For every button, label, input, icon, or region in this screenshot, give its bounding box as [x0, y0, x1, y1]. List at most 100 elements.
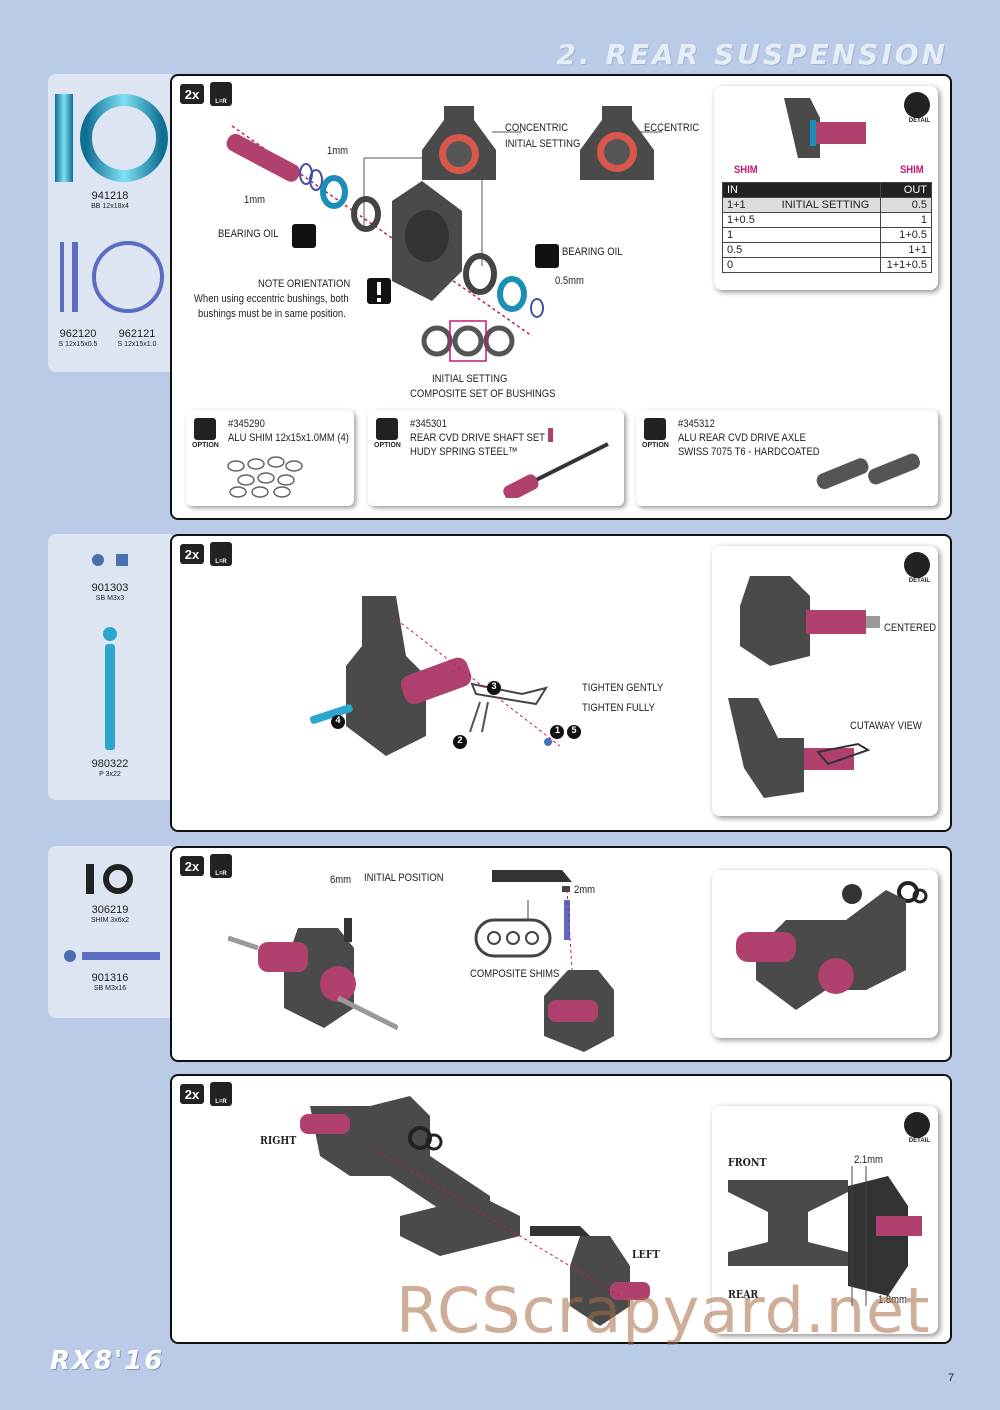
option-line2: SWISS 7075 T6 - HARDCOATED: [678, 446, 820, 458]
lr-badge: L=R: [210, 542, 232, 566]
assembled-hub-drawing: [736, 884, 906, 1010]
set-screw-part-icon: [92, 554, 128, 566]
table-cell: 1: [722, 227, 881, 243]
part-spec: S 12x15x1.0: [117, 341, 157, 348]
label-1mm-left: 1mm: [244, 194, 266, 206]
screw-part-icon: [64, 950, 160, 962]
option-code: #345290: [228, 418, 265, 430]
note-orientation-line2: bushings must be in same position.: [198, 308, 346, 320]
part-number: 901303: [91, 582, 129, 594]
table-row: 0 1+1+0.5: [722, 257, 933, 273]
shim-part-icon: [60, 241, 164, 313]
label-1-8mm: 1.8mm: [878, 1294, 907, 1306]
table-cell: 1: [879, 212, 933, 228]
page-title: 2. REAR SUSPENSION: [556, 38, 948, 71]
gear-check-icon: [897, 881, 928, 904]
hub-detail-drawing: [784, 98, 866, 158]
lr-badge: L=R: [210, 1082, 232, 1106]
table-head-in: IN: [722, 182, 881, 198]
table-cell: 1+1: [879, 242, 933, 258]
page-number: 7: [948, 1372, 955, 1384]
assembled-result-panel: [712, 870, 938, 1038]
hub-initial-position-drawing: [228, 918, 398, 1031]
detail-magnifier-icon: [904, 92, 930, 118]
label-centered: CENTERED: [884, 622, 937, 634]
part-spec: SHIM 3x6x2: [90, 917, 130, 924]
rear-hub-exploded-drawing: [226, 106, 662, 362]
label-2-1mm: 2.1mm: [854, 1154, 883, 1166]
label-initial-setting: INITIAL SETTING: [432, 373, 508, 385]
thumbs-up-icon: [644, 418, 666, 440]
detail-magnifier-icon: [904, 552, 930, 578]
table-cell: 1+1: [727, 199, 746, 211]
thumbs-up-icon: [376, 418, 398, 440]
table-cell: 0.5: [879, 197, 933, 213]
option-card: OPTION #345301 REAR CVD DRIVE SHAFT SET …: [368, 410, 624, 506]
table-cell: 1+0.5: [879, 227, 933, 243]
part-spec: S 12x15x0.5: [58, 341, 98, 348]
detail-label: DETAIL: [908, 118, 930, 124]
centered-detail-drawing: [740, 576, 880, 666]
detail-magnifier-icon: [904, 1112, 930, 1138]
step-number-1: 1: [554, 725, 560, 735]
shim-part-icon: [86, 864, 133, 894]
part-number: 962121: [118, 328, 156, 340]
part-number: 941218: [91, 190, 129, 202]
qty-badge: 2x: [180, 544, 204, 564]
detail-label: DETAIL: [908, 578, 930, 584]
label-tighten-gently: TIGHTEN GENTLY: [582, 682, 664, 694]
lr-badge: L=R: [210, 854, 232, 878]
option-card: OPTION #345290 ALU SHIM 12x15x1.0MM (4): [186, 410, 354, 506]
parts-column-step3: 306219 SHIM 3x6x2 901316 SB M3x16: [48, 846, 172, 1018]
table-row: 1+0.5 1: [722, 212, 933, 228]
label-front: FRONT: [728, 1156, 767, 1169]
upright-shim-drawing: [474, 870, 614, 1052]
label-cutaway-view: CUTAWAY VIEW: [850, 720, 922, 732]
qty-badge: 2x: [180, 1084, 204, 1104]
table-row: 0.5 1+1: [722, 242, 933, 258]
shim-left-label: SHIM: [734, 164, 758, 176]
shim-right-label: SHIM: [900, 164, 924, 176]
lr-badge: L=R: [210, 82, 232, 106]
pin-part-icon: [103, 627, 117, 750]
arm-detail-drawing: [728, 1166, 922, 1306]
label-concentric-initial: INITIAL SETTING: [505, 138, 581, 150]
label-1mm-top: 1mm: [327, 145, 349, 157]
part-spec: P 3x22: [99, 771, 121, 778]
label-bearing-oil-left: BEARING OIL: [218, 228, 279, 240]
option-card: OPTION #345312 ALU REAR CVD DRIVE AXLE S…: [636, 410, 938, 506]
part-number: 980322: [91, 758, 129, 770]
label-concentric: CONCENTRIC: [505, 122, 569, 134]
option-label: OPTION: [374, 442, 401, 449]
alu-shims-image: [227, 456, 303, 498]
label-left: LEFT: [632, 1248, 660, 1261]
option-line1: ALU REAR CVD DRIVE AXLE: [678, 432, 806, 444]
step-1-panel: 2x L=R: [170, 74, 952, 520]
part-number: 962120: [59, 328, 97, 340]
table-head-out: OUT: [879, 182, 933, 198]
table-cell: 1+0.5: [722, 212, 881, 228]
part-spec: BB 12x18x4: [91, 203, 129, 210]
label-6mm: 6mm: [330, 874, 352, 886]
label-composite-shims: COMPOSITE SHIMS: [470, 968, 560, 980]
detail-label: DETAIL: [908, 1138, 930, 1144]
part-spec: SB M3x16: [93, 985, 127, 992]
option-code: #345301: [410, 418, 447, 430]
label-0-5mm: 0.5mm: [555, 275, 584, 287]
option-line1: ALU SHIM 12x15x1.0MM (4): [228, 432, 349, 444]
label-eccentric: ECCENTRIC: [644, 122, 700, 134]
option-label: OPTION: [192, 442, 219, 449]
step-3-panel: 2x L=R 6mm INITIAL POSITION 2mm COMPOSIT…: [170, 846, 952, 1062]
table-cell: 0.5: [722, 242, 881, 258]
label-rear: REAR: [728, 1288, 759, 1301]
step-markers: [331, 681, 581, 749]
rx8-logo: RX8'16: [50, 1346, 165, 1376]
label-initial-position: INITIAL POSITION: [364, 872, 444, 884]
centered-detail-panel: DETAIL CENTERED CUTAWAY VIEW: [712, 546, 938, 816]
hub-pin-assembly-drawing: [310, 596, 561, 756]
table-row: 1 1+0.5: [722, 227, 933, 243]
parts-column-step1: 941218 BB 12x18x4 962120 S 12x15x0.5 962…: [48, 74, 172, 372]
gear-check-icon: [408, 1126, 443, 1151]
